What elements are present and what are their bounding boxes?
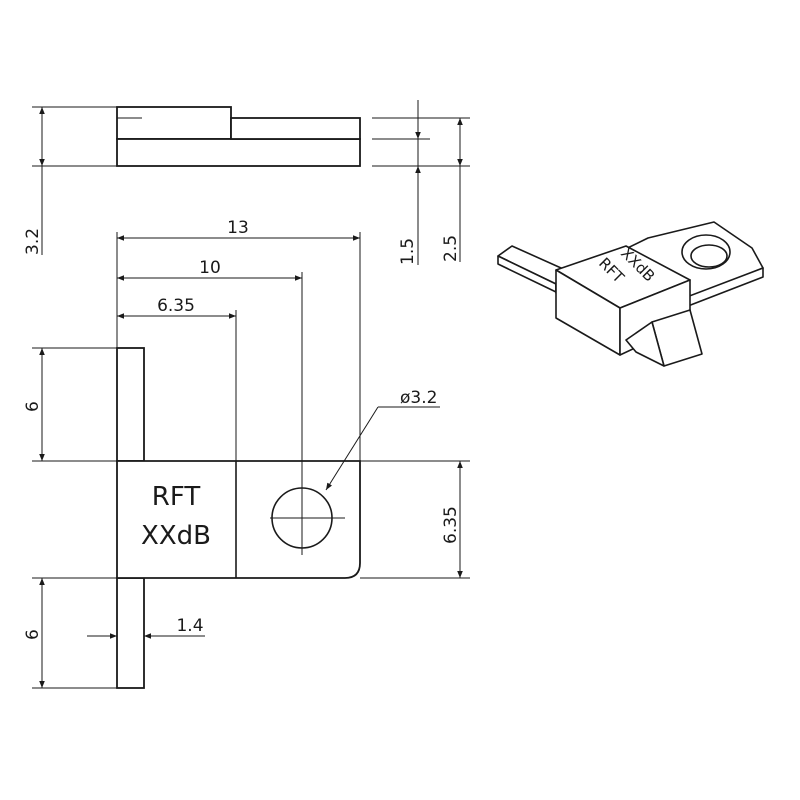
dim-total-height-label: 3.2	[23, 228, 43, 255]
top-view-extensions	[32, 232, 470, 689]
side-flange	[116, 138, 361, 167]
side-body	[116, 106, 232, 140]
isometric-view: RFT XXdB	[497, 221, 764, 367]
dim-body-width: 6.35	[117, 296, 236, 319]
dim-lead-height-label: 2.5	[441, 235, 461, 262]
dim-hole-diameter: ø3.2	[325, 388, 440, 491]
side-lead	[230, 117, 361, 140]
dim-flange-thickness-label: 1.5	[398, 238, 418, 265]
marking-line1: RFT	[152, 482, 201, 512]
dim-hole-diameter-label: ø3.2	[400, 388, 437, 408]
dim-lead-height: 2.5	[441, 118, 463, 262]
top-view: RFT XXdB	[116, 347, 361, 689]
flange-outline	[116, 460, 361, 579]
dim-tab-top-length-label: 6	[23, 401, 43, 412]
dim-tab-width-label: 1.4	[176, 616, 203, 636]
dim-tab-width: 1.4	[87, 616, 205, 639]
dim-body-height: 6.35	[441, 461, 463, 578]
dim-flange-thickness: 1.5	[398, 100, 421, 265]
dim-hole-center-label: 10	[199, 258, 221, 278]
dim-body-width-label: 6.35	[157, 296, 195, 316]
dim-tab-bottom-length: 6	[23, 578, 45, 688]
marking-line2: XXdB	[141, 521, 211, 551]
dim-width-total-label: 13	[227, 218, 249, 238]
dim-tab-top-length: 6	[23, 348, 45, 461]
dim-width-total: 13	[117, 218, 360, 241]
dim-body-height-label: 6.35	[441, 506, 461, 544]
side-view	[32, 106, 470, 167]
dim-total-height: 3.2	[23, 107, 45, 255]
dim-hole-center: 10	[117, 258, 302, 281]
lower-lead-tab	[116, 577, 145, 689]
dim-tab-bottom-length-label: 6	[23, 629, 43, 640]
upper-lead-tab	[116, 347, 145, 462]
